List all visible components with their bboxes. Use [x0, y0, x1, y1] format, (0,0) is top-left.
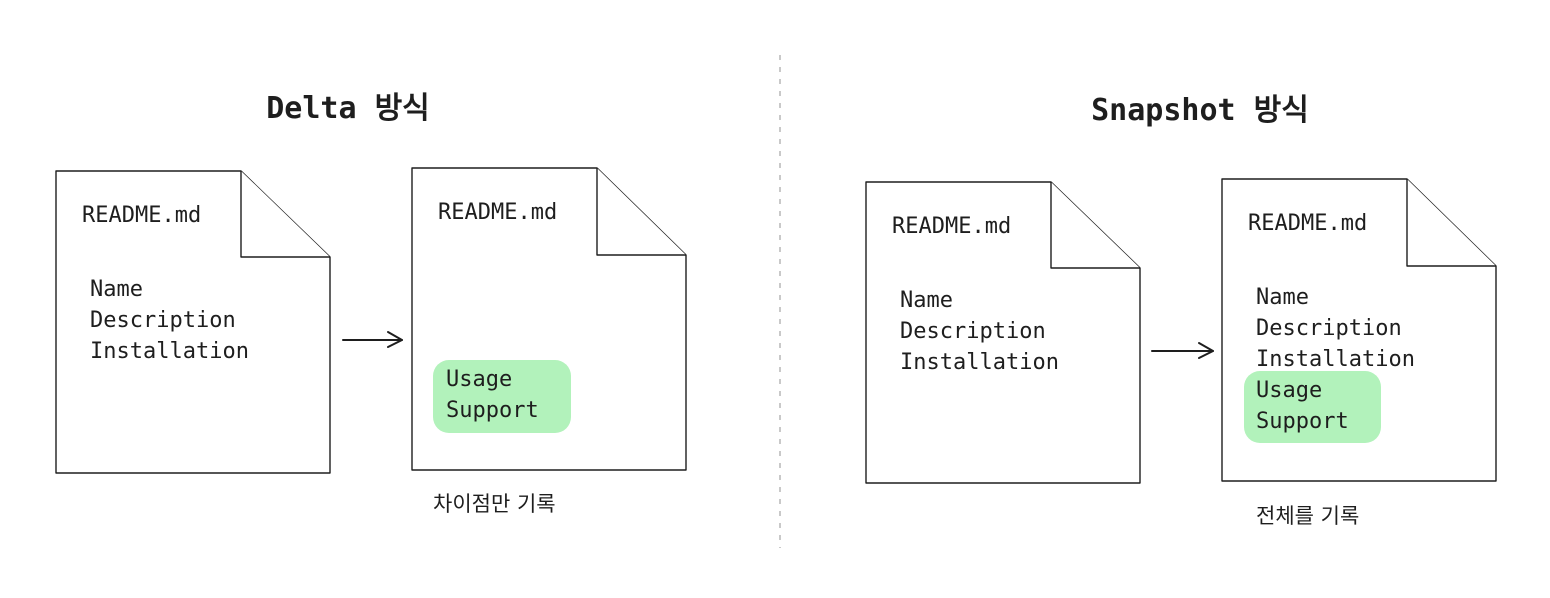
snapshot-title: Snapshot 방식 [1091, 93, 1309, 128]
document-fold [1050, 182, 1140, 269]
arrow-head [387, 331, 403, 348]
document-line-name: Name [900, 288, 953, 313]
arrow-head [1198, 342, 1214, 359]
snapshot-arrow [1151, 342, 1214, 359]
document-fold [596, 168, 686, 256]
change-highlight [1244, 371, 1381, 443]
document-line-installation: Installation [1256, 347, 1415, 372]
delta-arrow [342, 331, 403, 348]
document-fold [240, 171, 330, 258]
document-line-description: Description [1256, 316, 1402, 341]
document-fold [1406, 179, 1496, 267]
document-line-support: Support [446, 398, 539, 423]
document-line-support: Support [1256, 409, 1349, 434]
snapshot-caption: 전체를 기록 [1256, 504, 1359, 528]
document-line-description: Description [900, 319, 1046, 344]
document-line-name: Name [90, 277, 143, 302]
document-line-usage: Usage [1256, 378, 1322, 403]
document-line-name: Name [1256, 285, 1309, 310]
delta-caption: 차이점만 기록 [433, 492, 556, 516]
document-filename: README.md [1248, 211, 1367, 236]
snapshot-section: Snapshot 방식 README.md Name Description I… [865, 93, 1497, 528]
delta-after-document: README.md Usage Support [411, 167, 687, 471]
document-line-installation: Installation [90, 339, 249, 364]
document-line-description: Description [90, 308, 236, 333]
document-line-usage: Usage [446, 367, 512, 392]
delta-section: Delta 방식 README.md Name Description Inst… [55, 91, 687, 516]
snapshot-after-document: README.md Name Description Installation … [1221, 178, 1497, 482]
delta-title: Delta 방식 [266, 91, 430, 126]
change-highlight [433, 360, 571, 433]
delta-before-document: README.md Name Description Installation [55, 170, 331, 474]
snapshot-before-document: README.md Name Description Installation [865, 181, 1141, 484]
document-line-installation: Installation [900, 350, 1059, 375]
document-filename: README.md [82, 203, 201, 228]
document-filename: README.md [892, 214, 1011, 239]
document-filename: README.md [438, 200, 557, 225]
